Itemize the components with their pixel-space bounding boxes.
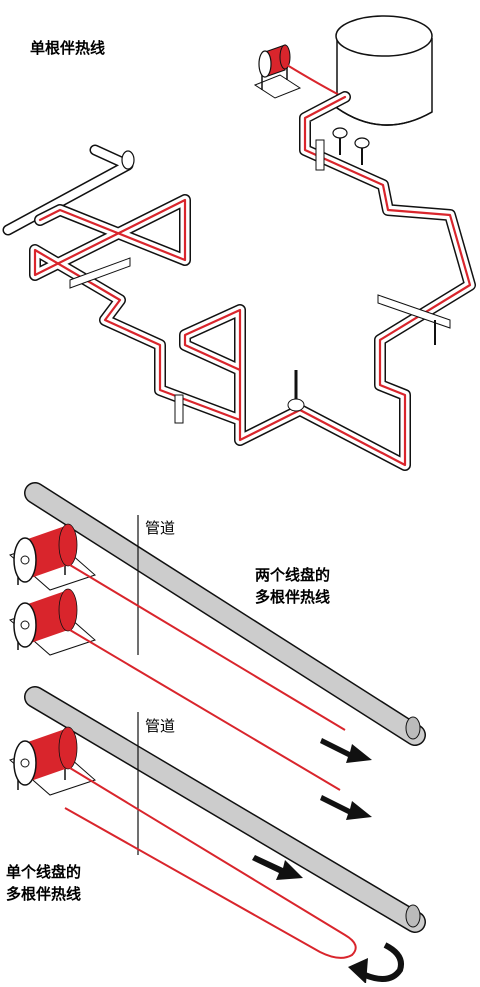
return-arrow [348, 942, 404, 984]
cable-spool-3 [9, 726, 357, 959]
label-two-spools-line2: 多根伴热线 [255, 588, 331, 606]
label-one-spool-line2: 多根伴热线 [6, 885, 82, 903]
pipe-supports [69, 139, 451, 424]
label-pipe-1: 管道 [145, 519, 176, 537]
piping-network [2, 15, 476, 471]
storage-tank [335, 15, 433, 126]
valve-pair [332, 127, 370, 165]
pipe-middle [24, 482, 426, 746]
traced-pipe-run [29, 91, 476, 471]
label-one-spool-line1: 单个线盘的 [6, 863, 82, 881]
label-two-spools-line1: 两个线盘的 [255, 566, 331, 584]
cable-spool-1 [9, 523, 346, 731]
one-spool-assembly [9, 686, 426, 984]
header-pipe [2, 144, 135, 236]
arrow-right-3 [252, 855, 303, 880]
label-pipe-2: 管道 [145, 717, 176, 735]
pipe-bottom [24, 686, 426, 933]
cable-spool-2 [9, 588, 341, 791]
label-single-tracing: 单根伴热线 [30, 39, 106, 57]
arrow-right-1 [320, 738, 372, 763]
cable-spool-top [253, 44, 346, 99]
arrow-right-2 [320, 795, 372, 820]
two-spool-assembly [9, 482, 426, 820]
